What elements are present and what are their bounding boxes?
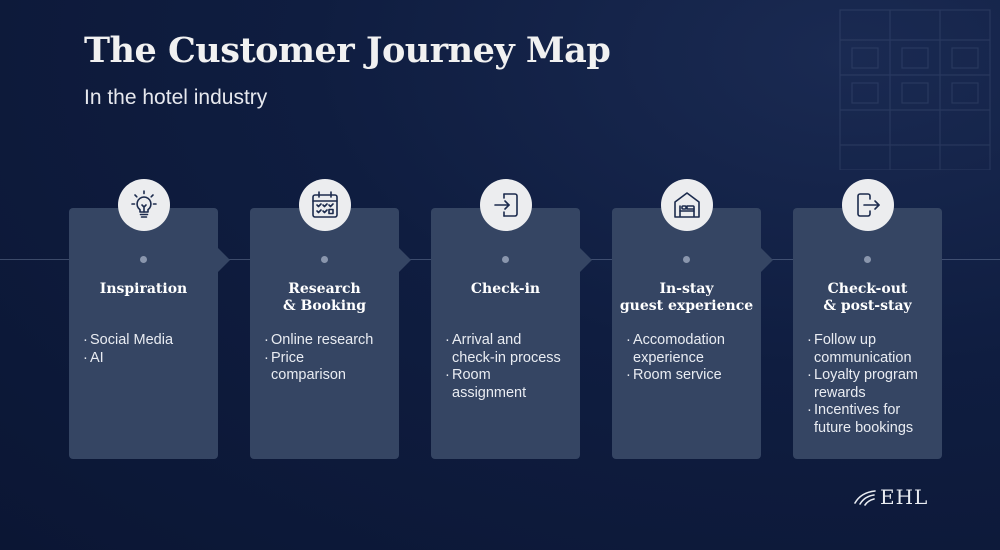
card-arrow <box>218 248 230 272</box>
bullet-item: Room assignment <box>445 367 577 402</box>
bullet-item: Incentives for future bookings <box>807 402 939 437</box>
timeline-dot <box>864 256 871 263</box>
stage-bullets: Arrival and check-in process Room assign… <box>445 332 577 402</box>
card-arrow <box>761 248 773 272</box>
ehl-logo: EHL <box>853 485 928 509</box>
logout-door-icon <box>856 193 880 217</box>
stage-check-out: Check-out & post-stay Follow up communic… <box>793 179 942 459</box>
hotel-bed-icon <box>673 192 700 218</box>
page-title: The Customer Journey Map <box>84 30 611 71</box>
icon-circle <box>479 179 532 231</box>
bullet-item: Loyalty program rewards <box>807 367 939 402</box>
background-building-illustration <box>839 9 991 170</box>
card-arrow <box>399 248 411 272</box>
icon-circle <box>298 179 351 231</box>
bullet-item: Price comparison <box>264 350 396 385</box>
icon-circle <box>117 179 170 231</box>
stage-bullets: Accomodation experience Room service <box>626 332 758 385</box>
bullet-item: Room service <box>626 367 758 385</box>
bullet-item: AI <box>83 350 215 368</box>
timeline-dot <box>140 256 147 263</box>
bullet-item: Online research <box>264 332 396 350</box>
bullet-item: Social Media <box>83 332 215 350</box>
icon-circle <box>660 179 713 231</box>
calendar-icon <box>311 191 338 218</box>
stage-bullets: Social Media AI <box>83 332 215 367</box>
logo-text: EHL <box>880 485 929 509</box>
timeline-dot <box>321 256 328 263</box>
timeline-dot <box>683 256 690 263</box>
stage-title: Check-in <box>470 281 541 297</box>
ehl-logo-mark-icon <box>854 490 876 506</box>
stage-title: Research & Booking <box>282 281 366 314</box>
stage-title: Check-out & post-stay <box>823 281 912 314</box>
stage-in-stay: In-stay guest experience Accomodation ex… <box>612 179 773 459</box>
lightbulb-icon <box>130 190 157 218</box>
page-subtitle: In the hotel industry <box>84 86 268 109</box>
stage-check-in: Check-in Arrival and check-in process Ro… <box>431 179 592 459</box>
stage-bullets: Follow up communication Loyalty program … <box>807 332 939 437</box>
login-door-icon <box>493 193 518 217</box>
stage-title: Inspiration <box>99 281 188 297</box>
icon-circle <box>841 179 894 231</box>
card-arrow <box>580 248 592 272</box>
bullet-item: Accomodation experience <box>626 332 758 367</box>
bullet-item: Follow up communication <box>807 332 939 367</box>
stage-bullets: Online research Price comparison <box>264 332 396 385</box>
stage-inspiration: Inspiration Social Media AI <box>69 179 230 459</box>
timeline-dot <box>502 256 509 263</box>
stage-title: In-stay guest experience <box>619 281 754 314</box>
bullet-item: Arrival and check-in process <box>445 332 577 367</box>
stage-research-booking: Research & Booking Online research Price… <box>250 179 411 459</box>
